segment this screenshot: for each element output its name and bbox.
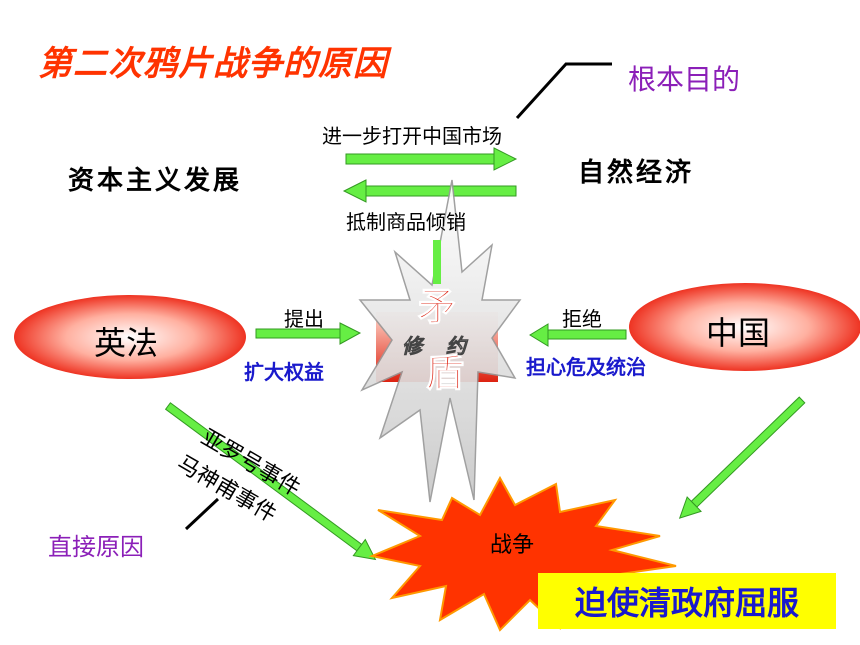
open-market-label: 进一步打开中国市场	[322, 124, 502, 148]
direct-cause-pointer	[184, 497, 220, 531]
incident-arrow	[164, 402, 377, 561]
result-box: 迫使清政府屈服	[538, 573, 836, 629]
reject-label: 拒绝	[562, 307, 602, 331]
contradiction-char-2: 盾	[425, 351, 465, 396]
direct-cause-label: 直接原因	[48, 533, 144, 561]
expand-rights-label: 扩大权益	[244, 360, 324, 384]
root-purpose-pointer	[515, 62, 612, 120]
propose-label: 提出	[284, 307, 324, 331]
fear-rule-label: 担心危及统治	[526, 355, 646, 379]
capitalism-label: 资本主义发展	[68, 166, 243, 196]
war-label: 战争	[490, 533, 535, 558]
resist-dumping-label: 抵制商品倾销	[346, 210, 466, 234]
china-war-arrow	[678, 396, 806, 519]
natural-economy-label: 自然经济	[578, 158, 695, 188]
china-label: 中国	[706, 314, 771, 352]
china-ellipse	[629, 283, 860, 371]
reject-arrow	[529, 323, 627, 347]
propose-arrow	[255, 322, 362, 345]
resist-dumping-arrow	[342, 179, 517, 203]
open-market-arrow	[345, 147, 518, 171]
center-connector	[433, 240, 441, 284]
revise-char-2: 约	[446, 334, 467, 359]
contradiction-burst	[358, 179, 522, 503]
britain-france-label: 英法	[94, 324, 159, 362]
root-purpose-label: 根本目的	[628, 63, 741, 96]
result-label: 迫使清政府屈服	[574, 584, 799, 622]
page-title: 第二次鸦片战争的原因	[38, 44, 388, 84]
revise-char-1: 修	[402, 334, 423, 359]
britain-france-ellipse	[14, 295, 246, 379]
contradiction-char-1: 矛	[417, 285, 457, 330]
